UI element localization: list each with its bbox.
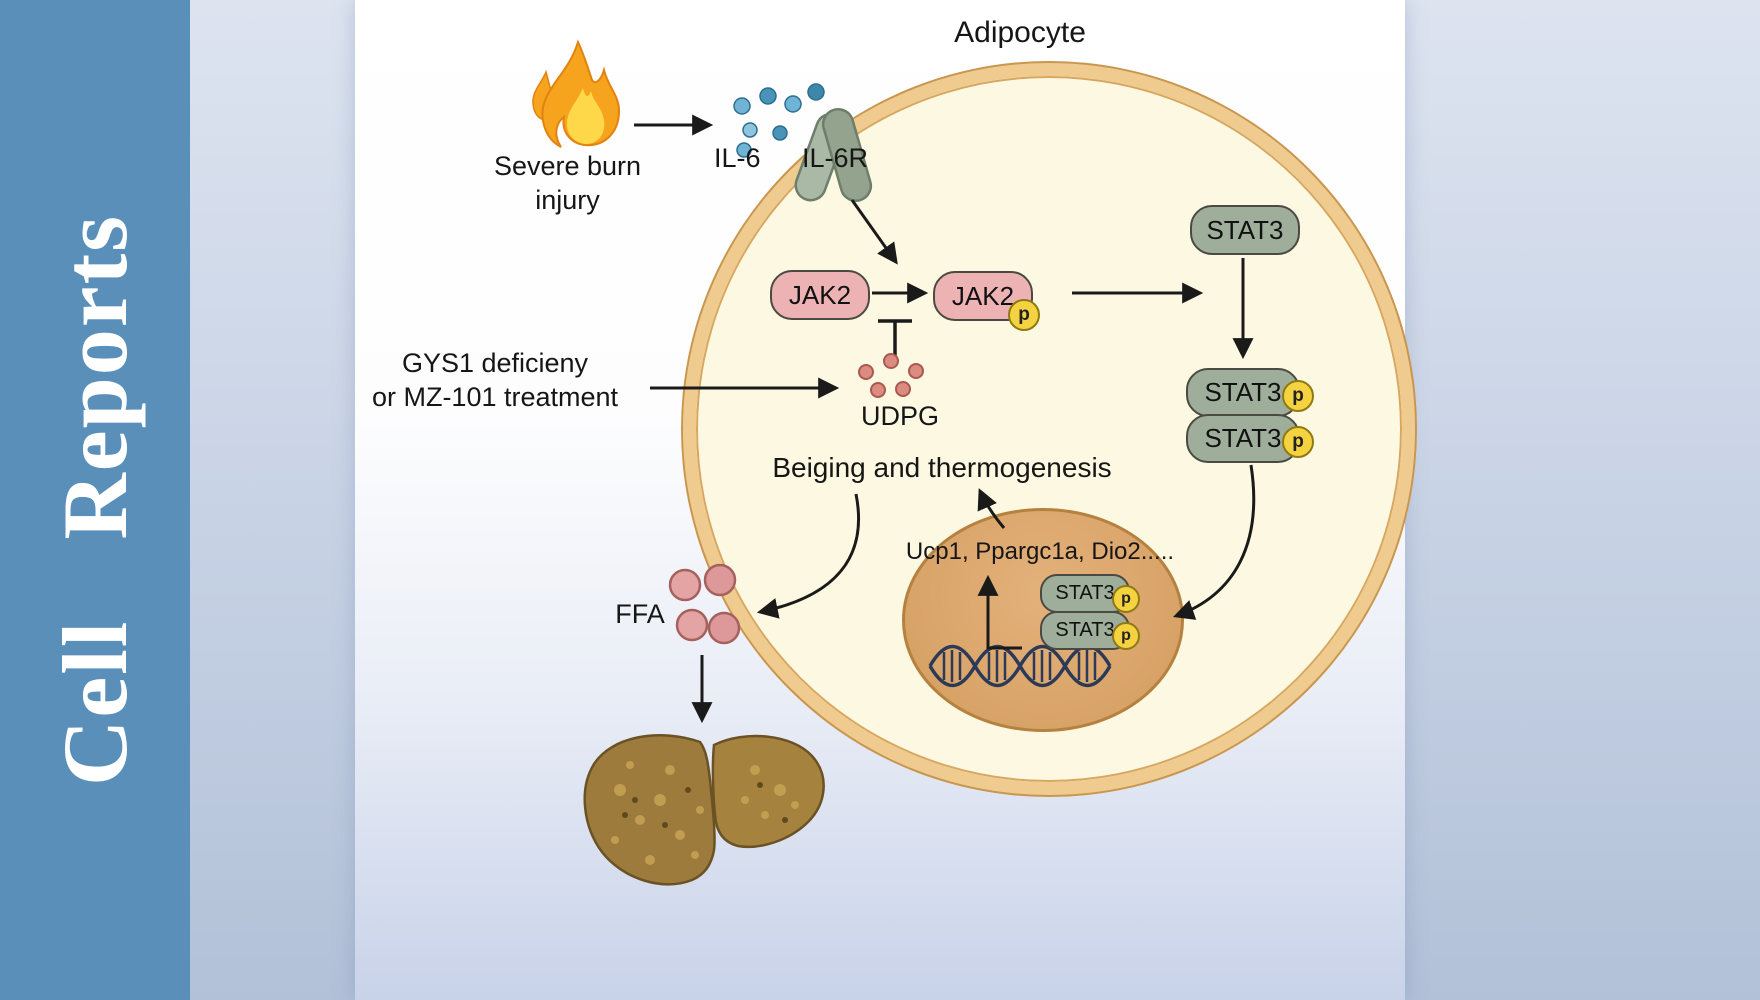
jak2-box: JAK2	[770, 270, 870, 320]
gys1-line2: or MZ-101 treatment	[371, 381, 619, 412]
adipocyte-label: Adipocyte	[954, 16, 1086, 49]
severe-burn-line1: Severe burn	[493, 151, 642, 181]
nucleus	[902, 508, 1184, 732]
gys1-line1: GYS1 deficieny	[401, 348, 589, 378]
il6-label: IL-6	[714, 143, 761, 173]
gys1-treatment-label: GYS1 deficieny or MZ-101 treatment	[360, 347, 630, 415]
phospho-badge-dimer-2: p	[1282, 426, 1314, 458]
journal-title: Cell Reports	[44, 213, 146, 787]
il6r-label: IL-6R	[802, 143, 869, 173]
udpg-label: UDPG	[860, 401, 939, 431]
phospho-badge-dimer-1: p	[1282, 380, 1314, 412]
target-genes-label: Ucp1, Ppargc1a, Dio2.....	[905, 538, 1175, 565]
phospho-badge-nucleus-2: p	[1112, 622, 1140, 650]
ffa-label: FFA	[615, 599, 665, 629]
beiging-label: Beiging and thermogenesis	[772, 452, 1112, 483]
journal-sidebar: Cell Reports	[0, 0, 190, 1000]
severe-burn-line2: injury	[535, 184, 600, 215]
phospho-badge-nucleus-1: p	[1112, 585, 1140, 613]
phospho-badge-jak2: p	[1008, 299, 1040, 331]
stat3-dimer-box-2: STAT3	[1186, 414, 1300, 463]
stat3-box: STAT3	[1190, 205, 1300, 255]
severe-burn-label: Severe burn injury	[455, 150, 680, 218]
